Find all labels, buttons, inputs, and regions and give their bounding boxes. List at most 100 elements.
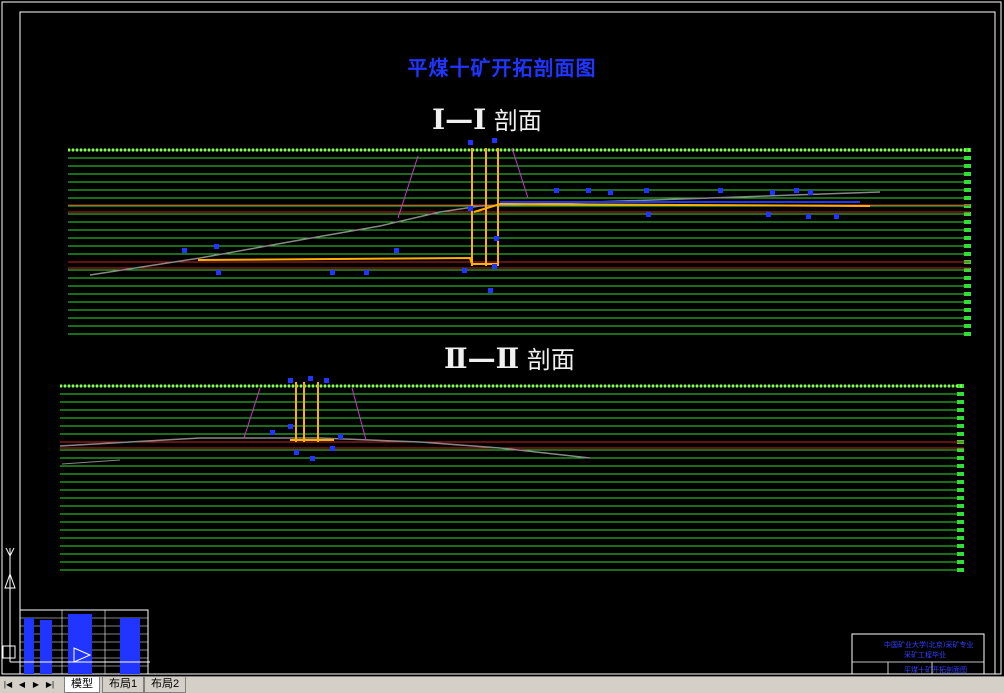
level-marker: [964, 276, 971, 280]
annotation-marker: [586, 188, 591, 193]
level-marker: [964, 252, 971, 256]
last-tab-icon[interactable]: ▶|: [45, 680, 55, 689]
annotation-marker: [182, 248, 187, 253]
annotation-marker: [770, 190, 775, 195]
level-marker: [964, 332, 971, 336]
section-2-drawing[interactable]: [59, 376, 964, 572]
level-marker: [957, 480, 964, 484]
level-marker: [957, 392, 964, 396]
annotation-marker: [492, 264, 497, 269]
ucs-icon: [2, 547, 150, 663]
level-marker: [957, 568, 964, 572]
annotation-marker: [216, 270, 221, 275]
drawing-title: 平煤十矿开拓剖面图: [407, 56, 597, 80]
level-marker: [964, 172, 971, 176]
section-1-roman: Ⅰ—Ⅰ: [432, 103, 487, 136]
annotation-marker: [646, 212, 651, 217]
tab-layout1[interactable]: 布局1: [102, 677, 145, 693]
annotation-marker: [310, 456, 315, 461]
tab-model[interactable]: 模型: [64, 677, 100, 693]
fault-line: [397, 155, 419, 219]
level-marker: [957, 416, 964, 420]
level-marker: [964, 188, 971, 192]
layout-tab-bar: |◀ ◀ ▶ ▶| 模型 布局1 布局2: [0, 676, 1004, 693]
annotation-marker: [766, 212, 771, 217]
level-marker: [964, 324, 971, 328]
level-marker: [964, 308, 971, 312]
level-marker: [964, 292, 971, 296]
level-marker: [964, 196, 971, 200]
level-marker: [964, 316, 971, 320]
annotation-marker: [288, 424, 293, 429]
fault-line: [351, 387, 367, 441]
annotation-marker: [718, 188, 723, 193]
level-marker: [964, 300, 971, 304]
annotation-marker: [468, 140, 473, 145]
level-marker: [964, 212, 971, 216]
annotation-marker: [338, 434, 343, 439]
level-marker: [964, 164, 971, 168]
level-marker: [964, 268, 971, 272]
annotation-marker: [644, 188, 649, 193]
legend-table: [19, 609, 149, 675]
annotation-marker: [308, 376, 313, 381]
level-marker: [964, 228, 971, 232]
level-marker: [964, 244, 971, 248]
prev-tab-icon[interactable]: ◀: [18, 680, 26, 689]
level-marker: [964, 236, 971, 240]
next-tab-icon[interactable]: ▶: [32, 680, 40, 689]
tab-layout2[interactable]: 布局2: [144, 677, 187, 693]
level-marker: [964, 220, 971, 224]
level-marker: [964, 148, 971, 152]
level-marker: [964, 284, 971, 288]
level-marker: [957, 472, 964, 476]
annotation-marker: [330, 446, 335, 451]
annotation-marker: [608, 190, 613, 195]
annotation-marker: [462, 268, 467, 273]
annotation-marker: [288, 378, 293, 383]
level-marker: [957, 400, 964, 404]
annotation-marker: [806, 214, 811, 219]
fault-line: [511, 147, 529, 199]
annotation-marker: [324, 378, 329, 383]
first-tab-icon[interactable]: |◀: [3, 680, 13, 689]
cad-model-space[interactable]: [0, 0, 1004, 676]
annotation-marker: [294, 450, 299, 455]
annotation-marker: [214, 244, 219, 249]
section-1-drawing[interactable]: [68, 138, 971, 336]
level-marker: [957, 520, 964, 524]
annotation-marker: [494, 236, 499, 241]
main-roadway: [197, 256, 498, 265]
inner-border: [19, 11, 996, 675]
level-marker: [957, 432, 964, 436]
level-marker: [957, 528, 964, 532]
coal-seam-profile: [59, 437, 591, 459]
level-marker: [964, 156, 971, 160]
level-marker: [957, 496, 964, 500]
level-marker: [957, 424, 964, 428]
annotation-marker: [492, 138, 497, 143]
upper-roadway: [473, 202, 871, 213]
annotation-marker: [394, 248, 399, 253]
level-marker: [957, 544, 964, 548]
annotation-marker: [468, 206, 473, 211]
annotation-marker: [808, 190, 813, 195]
level-marker: [957, 464, 964, 468]
title-block-line2: 采矿工程毕业: [904, 651, 946, 659]
annotation-marker: [554, 188, 559, 193]
fault-line: [243, 387, 261, 439]
annotation-marker: [330, 270, 335, 275]
title-block-drawing-name: 平煤十矿开拓剖面图: [904, 666, 967, 674]
annotation-marker: [270, 430, 275, 435]
section-2-suffix: 剖面: [526, 346, 575, 374]
section-1-label: Ⅰ—Ⅰ 剖面: [432, 101, 542, 136]
level-marker: [957, 408, 964, 412]
level-marker: [957, 448, 964, 452]
surface-profile: [61, 459, 121, 465]
annotation-marker: [364, 270, 369, 275]
level-marker: [964, 204, 971, 208]
title-block: [851, 633, 985, 675]
level-marker: [957, 488, 964, 492]
level-marker: [957, 456, 964, 460]
level-marker: [957, 504, 964, 508]
